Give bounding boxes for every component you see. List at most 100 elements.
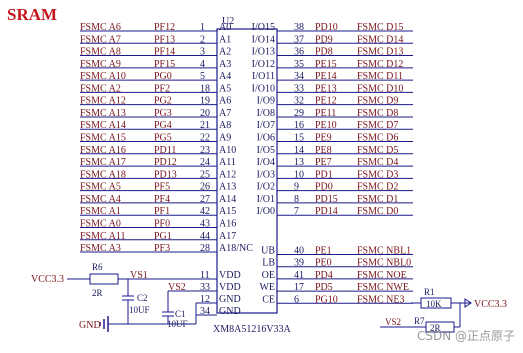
data-net-label: FSMC D5	[357, 145, 398, 156]
address-mcu-pin: PD13	[154, 169, 177, 180]
address-net-label: FSMC A13	[80, 108, 126, 119]
data-mcu-pin: PD15	[315, 194, 338, 205]
data-pin-number: 7	[294, 206, 299, 217]
address-net-label: FSMC A3	[80, 243, 121, 254]
data-pin-name: I/O3	[257, 169, 275, 180]
address-pin-name: A17	[219, 231, 236, 242]
data-mcu-pin: PE9	[315, 133, 332, 144]
address-net-label: FSMC A14	[80, 120, 126, 131]
address-net-label: FSMC A0	[80, 218, 121, 229]
address-pin-number: 19	[200, 96, 210, 107]
address-mcu-pin: PD11	[154, 145, 176, 156]
address-net-label: FSMC A15	[80, 133, 126, 144]
data-pin-name: I/O15	[252, 22, 275, 33]
data-mcu-pin: PD8	[315, 47, 333, 58]
address-mcu-pin: PF5	[154, 182, 170, 193]
data-net-label: FSMC D9	[357, 96, 398, 107]
address-pin-name: A7	[219, 108, 231, 119]
address-net-label: FSMC A5	[80, 182, 121, 193]
data-pin-number: 10	[294, 169, 304, 180]
address-mcu-pin: PF0	[154, 218, 170, 229]
address-pin-name: A11	[219, 157, 236, 168]
data-pin-number: 13	[294, 157, 304, 168]
address-net-label: FSMC A6	[80, 22, 121, 33]
address-pin-name: A16	[219, 218, 236, 229]
data-mcu-pin: PD0	[315, 182, 333, 193]
power-pin-number: 12	[200, 294, 210, 305]
data-net-label: FSMC D14	[357, 34, 403, 45]
data-pin-name: I/O4	[257, 157, 275, 168]
data-pin-name: I/O6	[257, 133, 275, 144]
c2-value: 10UF	[129, 305, 150, 315]
address-pin-number: 18	[200, 83, 210, 94]
data-pin-number: 29	[294, 108, 304, 119]
power-pin-number: 33	[200, 282, 210, 293]
data-net-label: FSMC D4	[357, 157, 398, 168]
power-net-label: VS1	[130, 270, 148, 281]
data-pin-name: I/O7	[257, 120, 275, 131]
address-pin-name: A12	[219, 169, 236, 180]
data-pin-name: I/O10	[252, 83, 275, 94]
chip-body	[216, 28, 278, 314]
data-pin-name: I/O1	[257, 194, 275, 205]
address-net-label: FSMC A7	[80, 34, 121, 45]
data-pin-name: I/O0	[257, 206, 275, 217]
data-pin-number: 15	[294, 133, 304, 144]
vs2-bottom-label: VS2	[385, 317, 401, 327]
gnd-label: GND	[79, 320, 101, 331]
data-mcu-pin: PE10	[315, 120, 337, 131]
address-net-label: FSMC A17	[80, 157, 126, 168]
control-mcu-pin: PG10	[315, 294, 338, 305]
address-pin-name: A14	[219, 194, 236, 205]
data-net-label: FSMC D2	[357, 182, 398, 193]
address-net-label: FSMC A9	[80, 59, 121, 70]
address-mcu-pin: PF15	[154, 59, 175, 70]
power-pin-name: VDD	[219, 282, 241, 293]
address-mcu-pin: PF13	[154, 34, 175, 45]
data-pin-name: I/O2	[257, 182, 275, 193]
control-pin-name: WE	[259, 282, 275, 293]
address-pin-number: 25	[200, 169, 210, 180]
control-mcu-pin: PD5	[315, 282, 333, 293]
r7-ref: R7	[414, 316, 425, 326]
address-mcu-pin: PF1	[154, 206, 170, 217]
data-mcu-pin: PE14	[315, 71, 337, 82]
control-pin-name: CE	[262, 294, 275, 305]
control-pin-name: UB	[261, 246, 275, 257]
data-net-label: FSMC D12	[357, 59, 403, 70]
address-pin-number: 3	[200, 47, 205, 58]
data-mcu-pin: PE13	[315, 83, 337, 94]
address-net-label: FSMC A10	[80, 71, 126, 82]
address-mcu-pin: PG2	[154, 96, 172, 107]
schematic-title: SRAM	[7, 5, 57, 24]
power-pin-number: 34	[200, 306, 210, 317]
data-mcu-pin: PE11	[315, 108, 336, 119]
address-pin-number: 2	[200, 34, 205, 45]
control-net-label: FSMC NBL0	[357, 258, 411, 269]
control-mcu-pin: PD4	[315, 270, 333, 281]
control-pin-number: 41	[294, 270, 304, 281]
address-pin-number: 22	[200, 133, 210, 144]
address-pin-number: 21	[200, 120, 210, 131]
data-pin-name: I/O9	[257, 96, 275, 107]
address-mcu-pin: PF3	[154, 243, 170, 254]
address-pin-number: 1	[200, 22, 205, 33]
address-pin-number: 20	[200, 108, 210, 119]
address-pin-name: A6	[219, 96, 231, 107]
address-mcu-pin: PG4	[154, 120, 172, 131]
address-pin-name: A13	[219, 182, 236, 193]
data-mcu-pin: PE15	[315, 59, 337, 70]
control-mcu-pin: PE0	[315, 258, 332, 269]
data-net-label: FSMC D3	[357, 169, 398, 180]
data-pin-name: I/O8	[257, 108, 275, 119]
data-net-label: FSMC D7	[357, 120, 398, 131]
control-pin-number: 39	[294, 258, 304, 269]
data-pin-name: I/O11	[252, 71, 275, 82]
data-net-label: FSMC D10	[357, 83, 403, 94]
address-pin-number: 26	[200, 182, 210, 193]
address-mcu-pin: PF14	[154, 47, 175, 58]
address-pin-name: A8	[219, 120, 231, 131]
data-pin-number: 38	[294, 22, 304, 33]
address-pin-number: 28	[200, 243, 210, 254]
